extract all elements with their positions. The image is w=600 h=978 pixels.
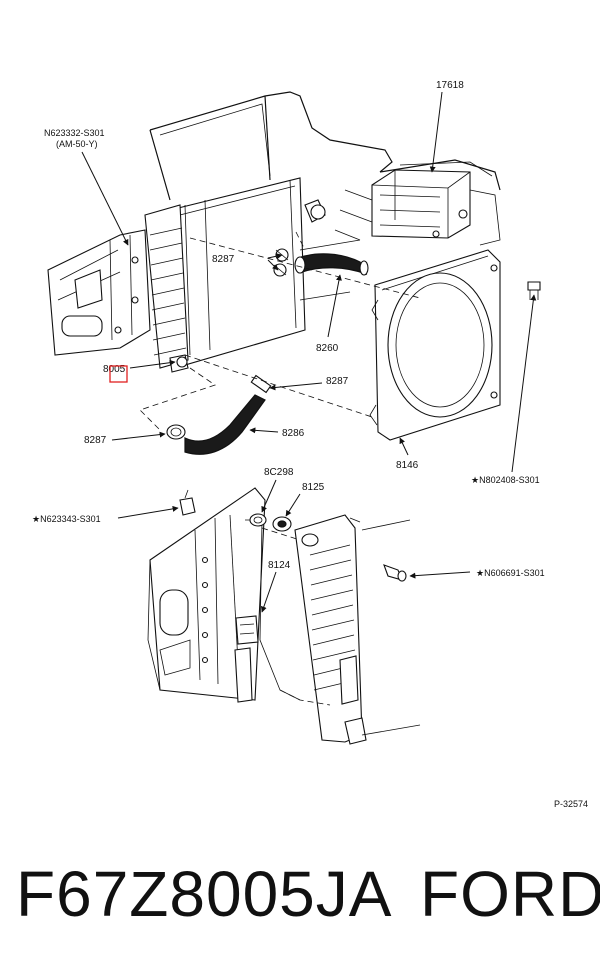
callout-n623332: N623332-S301: [44, 128, 105, 138]
clip-n623343: [179, 489, 196, 516]
part-number: F67Z8005JA: [16, 858, 393, 930]
callout-n606691: ★N606691-S301: [476, 568, 545, 578]
callout-8124: 8124: [268, 560, 291, 571]
callout-17618: 17618: [436, 80, 464, 91]
hood-outline: [149, 91, 501, 201]
highlight-8005: [109, 365, 128, 383]
fender-apron: [47, 229, 151, 356]
lower-hose-clamp: [166, 424, 186, 440]
callout-8260: 8260: [316, 343, 339, 354]
callout-n623332-sub: (AM-50-Y): [56, 139, 98, 149]
callout-8287-lower: 8287: [84, 435, 107, 446]
callout-8005: 8005: [103, 364, 126, 375]
fan-shroud-8146: [369, 249, 501, 441]
callout-n623343: ★N623343-S301: [32, 514, 101, 524]
alignment-lines-lower: [261, 527, 331, 706]
bolt-n802408: [527, 281, 541, 300]
callout-8286: 8286: [282, 428, 305, 439]
lower-frame-body: [147, 487, 266, 703]
radiator-tank-lower: [294, 514, 421, 745]
radiator-core: [144, 177, 361, 369]
brand-name: FORD: [420, 858, 600, 930]
radiator-lower-outlet: [169, 354, 189, 373]
callout-8287-middle: 8287: [326, 376, 349, 387]
callout-8146: 8146: [396, 460, 419, 471]
callout-8125: 8125: [302, 482, 325, 493]
battery-tray: [334, 169, 501, 246]
callout-n802408: ★N802408-S301: [471, 475, 540, 485]
figure-id: P-32574: [554, 799, 588, 809]
leader-lines: [81, 91, 537, 613]
seal-8125: [272, 516, 292, 532]
cap-8c298: [249, 513, 267, 527]
upper-hose-8260: [294, 253, 369, 276]
alignment-lines-upper: [139, 231, 421, 431]
callout-8c298: 8C298: [264, 467, 294, 478]
lower-hose-8286: [184, 374, 272, 455]
callout-8287-upper: 8287: [212, 254, 235, 265]
bolt-n606691: [383, 564, 407, 582]
